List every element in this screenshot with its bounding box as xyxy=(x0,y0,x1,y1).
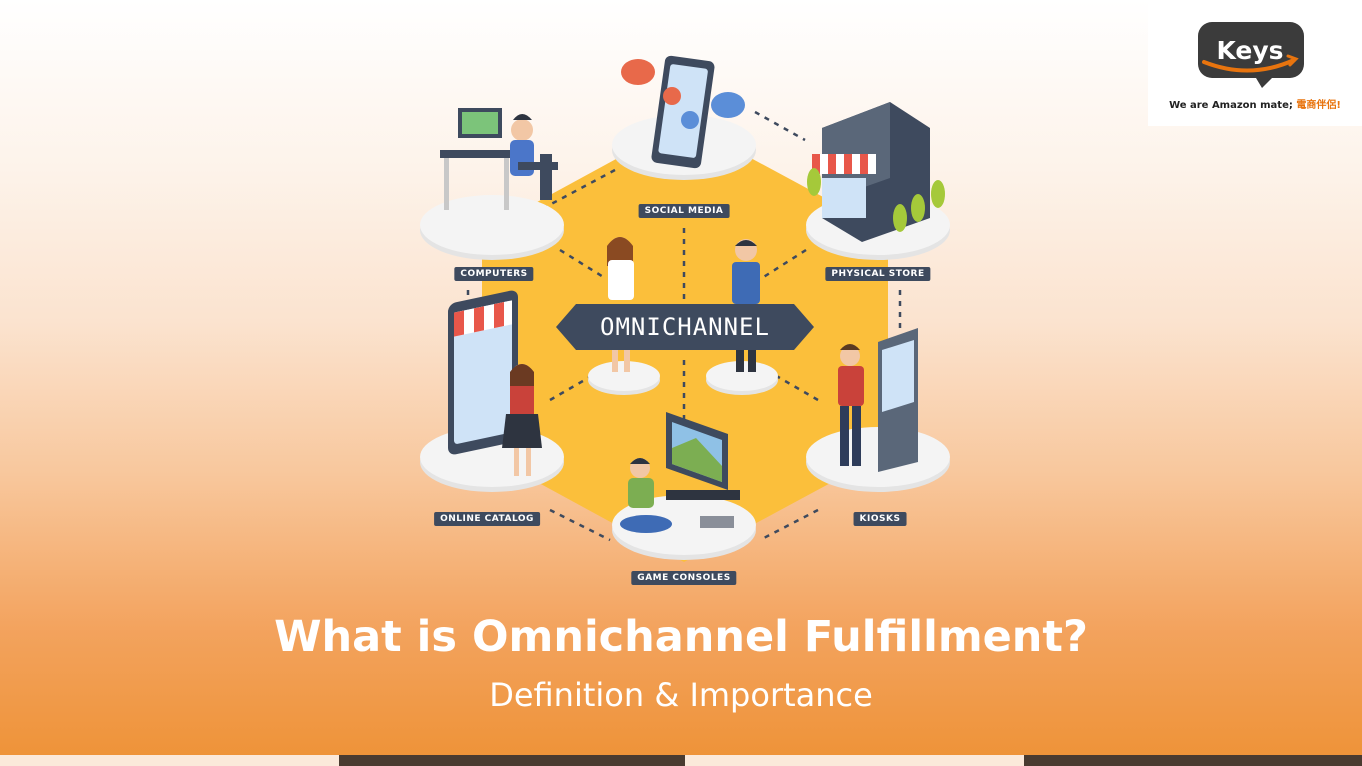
diagram-graphic xyxy=(420,0,950,562)
smartphone-chat-icon xyxy=(621,55,745,169)
omnichannel-diagram: OMNICHANNEL SOCIAL MEDIA COMPUTERS PHYSI… xyxy=(410,0,970,590)
center-figures xyxy=(607,237,760,372)
kiosk-icon xyxy=(838,328,918,472)
tagline-zh: 電商伴侶! xyxy=(1296,100,1341,111)
center-banner-label: OMNICHANNEL xyxy=(600,313,770,341)
brand-tagline: We are Amazon mate; 電商伴侶! xyxy=(1148,96,1362,111)
keys-logo-icon xyxy=(1198,22,1304,88)
brand-logo: Keys We are Amazon mate; 電商伴侶! xyxy=(1148,0,1362,126)
strip-segment-light xyxy=(685,755,1024,766)
online-catalog-icon xyxy=(448,290,542,476)
bottom-strip xyxy=(0,755,1362,766)
center-banner-shape xyxy=(556,304,814,350)
node-label-physical-store: PHYSICAL STORE xyxy=(825,267,931,281)
node-label-online-catalog: ONLINE CATALOG xyxy=(434,512,540,526)
node-label-computers: COMPUTERS xyxy=(454,267,534,281)
computer-desk-icon xyxy=(440,108,558,210)
strip-segment-light xyxy=(0,755,339,766)
game-console-icon xyxy=(620,412,740,533)
node-label-kiosks: KIOSKS xyxy=(853,512,907,526)
store-building-icon xyxy=(807,0,945,242)
page-subtitle: Definition & Importance xyxy=(489,676,873,714)
strip-segment-dark xyxy=(1024,755,1362,766)
node-label-social-media: SOCIAL MEDIA xyxy=(638,204,730,218)
tagline-en: We are Amazon mate; xyxy=(1169,100,1293,111)
node-label-game-consoles: GAME CONSOLES xyxy=(631,571,737,585)
strip-segment-dark xyxy=(339,755,685,766)
page-title: What is Omnichannel Fulfillment? xyxy=(274,612,1088,662)
